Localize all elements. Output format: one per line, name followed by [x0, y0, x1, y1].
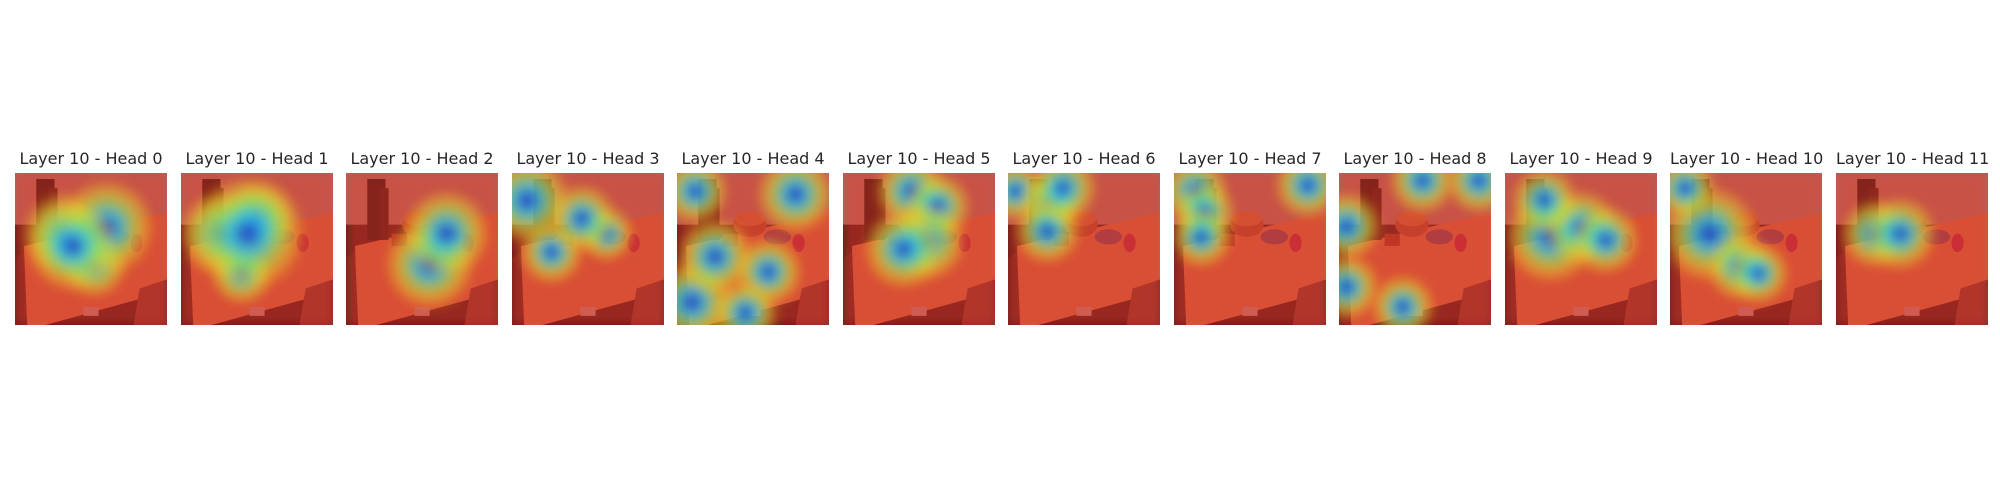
panel-title: Layer 10 - Head 9	[1509, 149, 1653, 168]
attention-heatmap-image	[1339, 173, 1491, 325]
panel-title: Layer 10 - Head 11	[1836, 149, 1990, 168]
heatmap-panel: Layer 10 - Head 8	[1339, 148, 1491, 325]
heatmap-panel: Layer 10 - Head 3	[512, 148, 664, 325]
attention-heatmap-image	[1670, 173, 1822, 325]
attention-heatmap-image	[1174, 173, 1326, 325]
heatmap-panel: Layer 10 - Head 11	[1836, 148, 1990, 325]
heatmap-panel: Layer 10 - Head 9	[1505, 148, 1657, 325]
attention-heatmap-image	[181, 173, 333, 325]
panel-title: Layer 10 - Head 8	[1343, 149, 1487, 168]
heatmap-panel: Layer 10 - Head 1	[181, 148, 333, 325]
panel-title: Layer 10 - Head 6	[1012, 149, 1156, 168]
heatmap-panel: Layer 10 - Head 0	[15, 148, 167, 325]
panel-title: Layer 10 - Head 5	[847, 149, 991, 168]
heatmap-panel: Layer 10 - Head 4	[677, 148, 829, 325]
heatmap-panel: Layer 10 - Head 6	[1008, 148, 1160, 325]
attention-heatmap-image	[15, 173, 167, 325]
attention-heatmap-image	[843, 173, 995, 325]
heatmap-panel: Layer 10 - Head 2	[346, 148, 498, 325]
panel-title: Layer 10 - Head 10	[1670, 149, 1824, 168]
attention-heatmap-image	[1836, 173, 1988, 325]
attention-heatmap-image	[1505, 173, 1657, 325]
heatmap-panel: Layer 10 - Head 5	[843, 148, 995, 325]
panel-title: Layer 10 - Head 7	[1178, 149, 1322, 168]
attention-heatmap-image	[677, 173, 829, 325]
heatmap-panel: Layer 10 - Head 10	[1670, 148, 1824, 325]
panel-title: Layer 10 - Head 1	[185, 149, 329, 168]
panel-title: Layer 10 - Head 2	[350, 149, 494, 168]
panel-title: Layer 10 - Head 3	[516, 149, 660, 168]
heatmap-panel: Layer 10 - Head 7	[1174, 148, 1326, 325]
attention-heatmap-image	[346, 173, 498, 325]
panel-title: Layer 10 - Head 0	[19, 149, 163, 168]
attention-heatmap-image	[1008, 173, 1160, 325]
attention-heatmap-image	[512, 173, 664, 325]
panel-title: Layer 10 - Head 4	[681, 149, 825, 168]
